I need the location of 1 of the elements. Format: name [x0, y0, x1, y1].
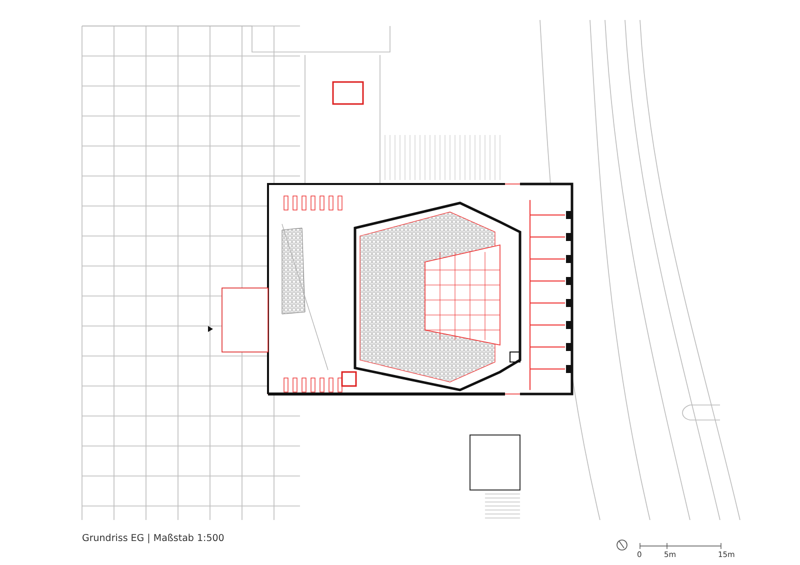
- plan-caption: Grundriss EG | Maßstab 1:500: [82, 533, 224, 544]
